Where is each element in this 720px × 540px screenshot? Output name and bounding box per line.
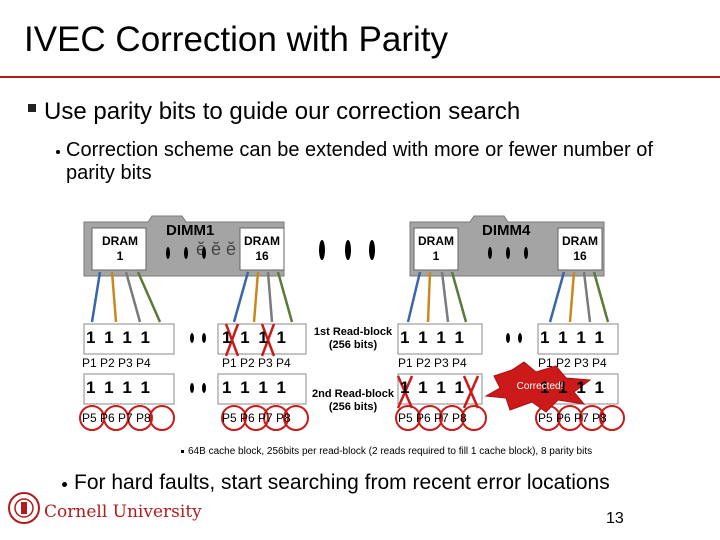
note-bullet: [181, 450, 184, 453]
bullet-1: Use parity bits to guide our correction …: [44, 98, 521, 125]
row2-group1-parity: P5 P6 P7 P8: [82, 411, 151, 425]
data-wires-left: [90, 271, 294, 323]
dram-chip: [413, 227, 459, 271]
callout-burst: [484, 361, 592, 413]
row2-group2-bits: 1 1 1 1: [222, 378, 288, 397]
row1-group3-parity: P1 P2 P3 P4: [398, 356, 467, 370]
row1-group1-parity: P1 P2 P3 P4: [82, 356, 151, 370]
title-rule: [0, 76, 720, 78]
cornell-wordmark: Cornell University: [44, 502, 202, 522]
data-wires-right: [406, 271, 610, 323]
row1-group3-bits: 1 1 1 1: [400, 328, 466, 347]
dimm4-label: DIMM4: [482, 222, 531, 239]
row1-group2-parity: P1 P2 P3 P4: [222, 356, 291, 370]
slide-title: IVEC Correction with Parity: [24, 20, 449, 59]
row2-group4-bits: 1 1 1 1: [540, 378, 606, 397]
dram-chip: [239, 227, 285, 271]
bullet-2: Correction scheme can be extended with m…: [66, 139, 653, 184]
row1-group2-bits: 1 1 1 1: [222, 328, 288, 347]
dram-16-label: DRAM 16: [244, 234, 280, 263]
dimm-left-module: ĕ ĕ ĕ: [83, 215, 285, 277]
bullet-marker-3: [62, 482, 67, 487]
ellipsis-dots: [166, 240, 528, 260]
row-ellipsis: [190, 333, 522, 393]
dram-1-label: DRAM 1: [102, 234, 138, 263]
row1-group1-bits: 1 1 1 1: [86, 328, 152, 347]
dimm-right-module: [409, 215, 605, 277]
corrected-callout: Corrected!: [516, 381, 564, 392]
error-marks: [224, 323, 480, 409]
row2-group4-parity: P5 P6 P7 P8: [538, 411, 607, 425]
dram-16-label-right: DRAM 16: [562, 234, 598, 263]
bit-group-boxes: [83, 323, 619, 405]
page-number: 13: [606, 510, 624, 527]
row2-group1-bits: 1 1 1 1: [86, 378, 152, 397]
dram-1-label-right: DRAM 1: [418, 234, 454, 263]
cornell-seal-icon: [8, 492, 40, 524]
bullet-3: For hard faults, start searching from re…: [74, 471, 610, 494]
dimm1-label: DIMM1: [166, 222, 215, 239]
dram-chip: [557, 227, 603, 271]
read-block-1-label: 1st Read-block (256 bits): [313, 326, 393, 351]
dram-chip: [91, 227, 147, 271]
bullet-marker-2: [56, 150, 60, 154]
row2-group2-parity: P5 P6 P7 P8: [222, 411, 291, 425]
read-block-2-label: 2nd Read-block (256 bits): [312, 388, 394, 413]
bullet-marker: [28, 104, 36, 112]
row2-group3-parity: P5 P6 P7 P8: [398, 411, 467, 425]
row2-group3-bits: 1 1 1 1: [400, 378, 466, 397]
dimm-dots: ĕ ĕ ĕ: [196, 239, 236, 259]
row1-group4-bits: 1 1 1 1: [540, 328, 606, 347]
row1-group4-parity: P1 P2 P3 P4: [538, 356, 607, 370]
note-text: 64B cache block, 256bits per read-block …: [188, 446, 593, 457]
